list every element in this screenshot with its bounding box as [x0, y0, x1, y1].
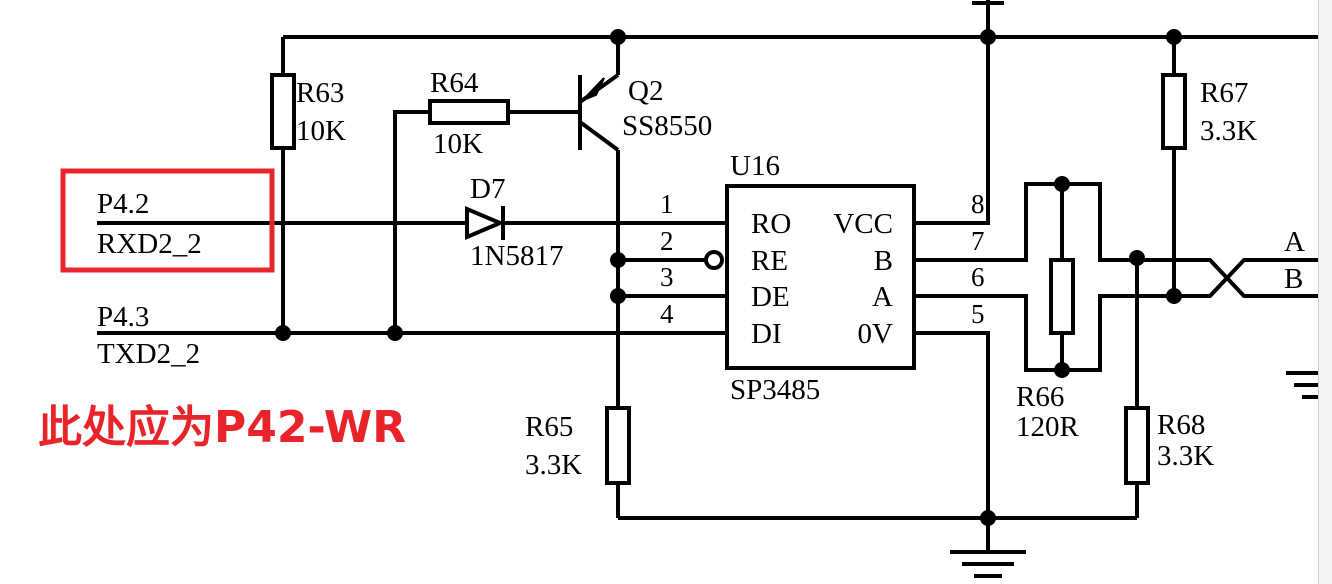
q2-ref: Q2 — [628, 75, 663, 107]
r63-resistor — [270, 73, 296, 150]
a-net-wire — [914, 258, 1318, 372]
labels: P4.2 RXD2_2 P4.3 TXD2_2 R63 10K R64 10K … — [97, 67, 1305, 481]
r68-ref: R68 — [1157, 409, 1205, 441]
pin-name: RO — [751, 208, 791, 240]
txd-label: TXD2_2 — [97, 338, 200, 370]
r63-value: 10K — [296, 115, 346, 147]
junction-dot — [1129, 250, 1145, 266]
junction-dot — [610, 288, 626, 304]
pin-number: 2 — [660, 226, 674, 256]
r66-value: 120R — [1016, 411, 1080, 443]
r64-ref: R64 — [430, 67, 479, 99]
r63-ref: R63 — [296, 77, 344, 109]
pin-number: 1 — [660, 189, 674, 219]
pin-number: 4 — [660, 299, 674, 329]
r64-left-wire — [393, 110, 430, 333]
pin-number: 3 — [660, 262, 674, 292]
junction-dot — [980, 510, 996, 526]
junction-dot — [275, 325, 291, 341]
u16-chip — [725, 184, 916, 370]
junction-dot — [1054, 176, 1070, 192]
junction-dot — [980, 29, 996, 45]
r67-value: 3.3K — [1200, 115, 1257, 147]
b-net-wire — [914, 182, 1318, 298]
pin-name: VCC — [833, 208, 893, 240]
junction-dot — [610, 252, 626, 268]
junction-dot — [387, 325, 403, 341]
r66-ref: R66 — [1016, 381, 1064, 413]
u16-part: SP3485 — [730, 374, 820, 406]
q2-transistor — [578, 73, 620, 152]
re-inversion-bubble — [704, 250, 724, 270]
junctions — [275, 29, 1182, 526]
q2-value: SS8550 — [622, 110, 712, 142]
scrollbar-edge[interactable] — [1318, 0, 1332, 584]
pin-name: B — [874, 245, 893, 277]
annotation-note: 此处应为P42-WR — [38, 402, 406, 453]
r64-resistor — [428, 99, 510, 125]
pin-name: RE — [751, 245, 788, 277]
highlight-box — [60, 168, 275, 273]
r67-ref: R67 — [1200, 77, 1248, 109]
pin-name: A — [872, 281, 893, 313]
r68-value: 3.3K — [1157, 440, 1214, 472]
r64-value: 10K — [433, 128, 483, 160]
pin-name: DE — [751, 281, 790, 313]
junction-dot — [1166, 288, 1182, 304]
p42-label: P4.2 — [97, 188, 149, 220]
d7-value: 1N5817 — [470, 240, 563, 272]
r65-ref: R65 — [525, 411, 573, 443]
pin-number: 7 — [971, 226, 985, 256]
r67-resistor — [1161, 73, 1187, 150]
r66-resistor — [1049, 258, 1075, 335]
r65-value: 3.3K — [525, 449, 582, 481]
pin-number: 8 — [971, 189, 985, 219]
d7-ref: D7 — [470, 173, 505, 205]
pin-number: 5 — [971, 299, 985, 329]
pin-name: 0V — [858, 318, 894, 350]
q2-arrow — [582, 77, 605, 101]
u16-ref: U16 — [730, 150, 780, 182]
d7-diode — [465, 205, 506, 241]
vcc-pin-wire — [914, 37, 990, 225]
junction-dot — [610, 29, 626, 45]
bus-a-label: A — [1284, 226, 1305, 258]
r65-resistor — [605, 406, 631, 485]
wires — [97, 0, 1318, 578]
p43-label: P4.3 — [97, 301, 149, 333]
junction-dot — [1166, 29, 1182, 45]
rxd-label: RXD2_2 — [97, 228, 202, 260]
bus-b-label: B — [1284, 263, 1303, 295]
pin-number: 6 — [971, 262, 985, 292]
gnd-pin-wire — [914, 331, 990, 552]
pin-name: DI — [751, 318, 782, 350]
junction-dot — [1054, 362, 1070, 378]
r68-resistor — [1124, 406, 1150, 485]
